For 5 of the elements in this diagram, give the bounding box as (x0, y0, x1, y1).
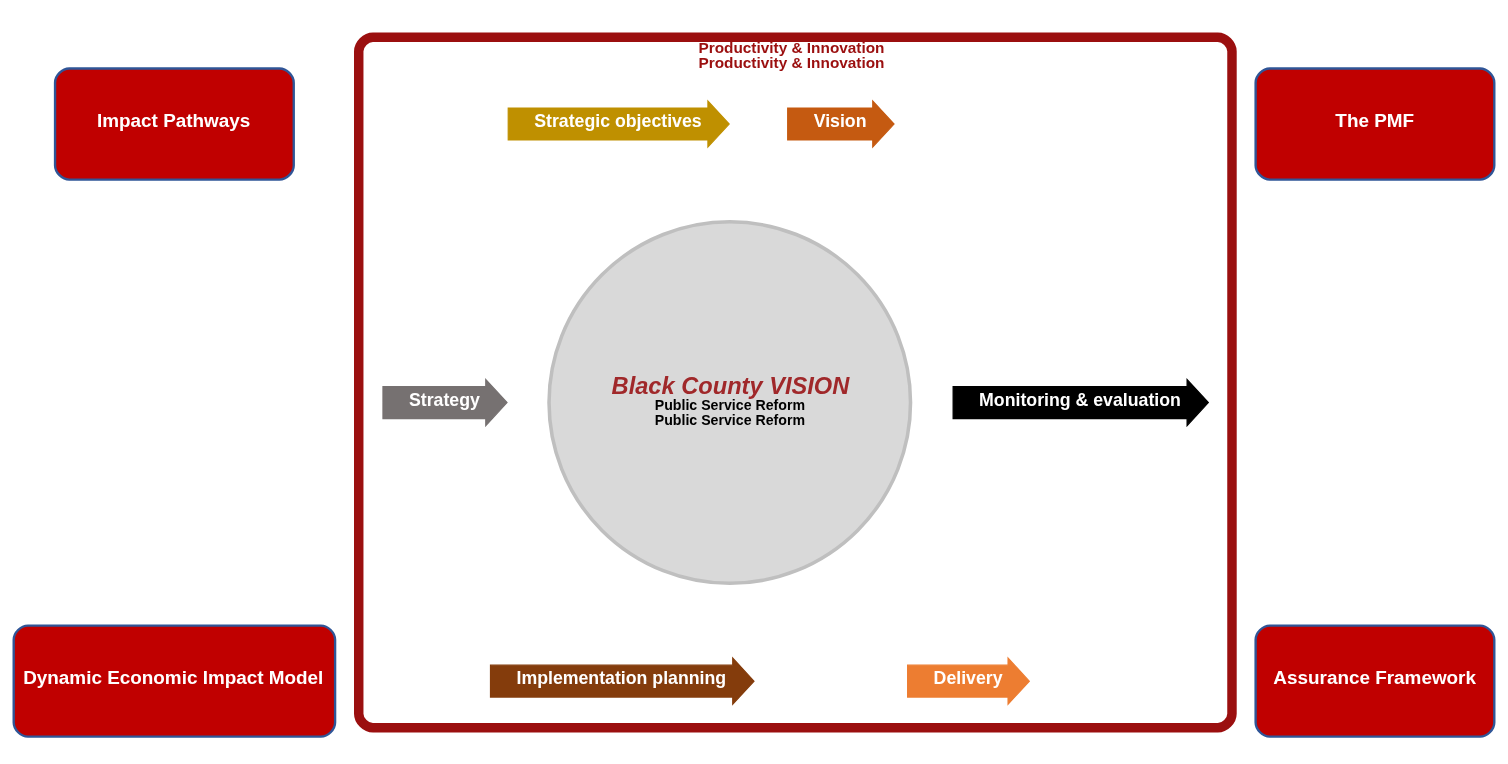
node-box: Dynamic Economic Impact Model (12, 623, 337, 738)
node-box: The PMF (1254, 66, 1496, 181)
node-box: Assurance Framework (1254, 623, 1496, 738)
node-circle: Black County VISION Public Service Reform Public Service Reform (547, 219, 913, 585)
node-box: Impact Pathways (53, 66, 295, 181)
